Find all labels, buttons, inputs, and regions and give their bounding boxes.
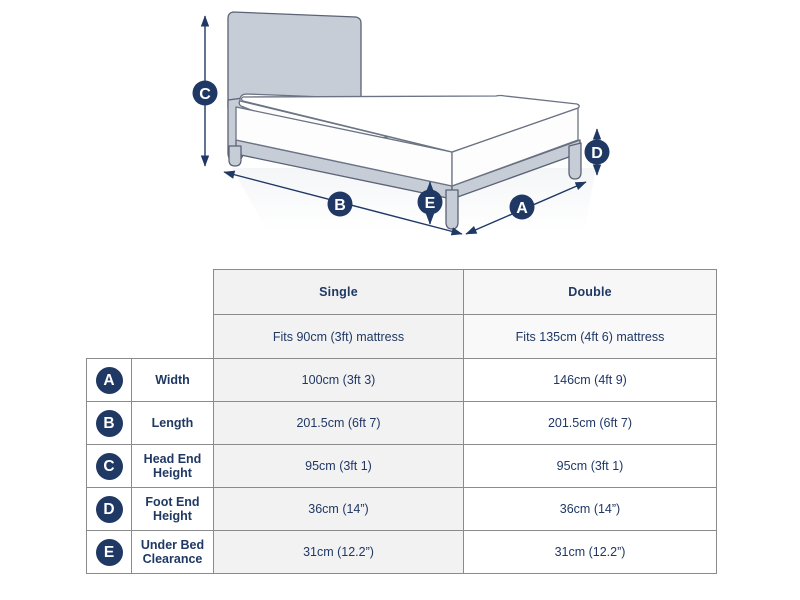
diagram-marker-c: C — [192, 80, 218, 106]
row-value-double-under-bed-clearance: 31cm (12.2”) — [463, 530, 717, 574]
row-label-head-end-height: Head End Height — [131, 444, 214, 488]
subheader-single-mattress: Fits 90cm (3ft) mattress — [213, 314, 464, 359]
diagram-marker-b: B — [327, 191, 353, 217]
table-row: B Length 201.5cm (6ft 7) 201.5cm (6ft 7) — [86, 401, 717, 445]
row-value-single-foot-end-height: 36cm (14”) — [213, 487, 464, 531]
subheader-spacer-badge — [87, 315, 132, 359]
diagram-marker-c-label: C — [199, 86, 211, 103]
diagram-marker-d-label: D — [591, 145, 603, 162]
row-value-single-head-end-height: 95cm (3ft 1) — [213, 444, 464, 488]
row-label-under-bed-clearance: Under Bed Clearance — [131, 530, 214, 574]
marker-badge-b: B — [95, 409, 123, 437]
header-single: Single — [213, 269, 464, 315]
marker-badge-e: E — [95, 538, 123, 566]
header-spacer-badge — [87, 270, 132, 315]
diagram-marker-e: E — [417, 189, 443, 215]
bed-leg-front — [445, 189, 459, 230]
row-value-single-under-bed-clearance: 31cm (12.2”) — [213, 530, 464, 574]
row-value-double-foot-end-height: 36cm (14”) — [463, 487, 717, 531]
diagram-marker-e-label: E — [425, 195, 436, 212]
table-row: C Head End Height 95cm (3ft 1) 95cm (3ft… — [86, 444, 717, 488]
table-header-row-names: Single Double — [87, 269, 717, 315]
diagram-marker-d: D — [584, 139, 610, 165]
row-label-width: Width — [131, 358, 214, 402]
bed-dimensions-diagram: C D B E A — [192, 11, 610, 236]
row-badge-cell: C — [86, 444, 132, 488]
row-value-double-head-end-height: 95cm (3ft 1) — [463, 444, 717, 488]
row-badge-cell: E — [86, 530, 132, 574]
row-label-length: Length — [131, 401, 214, 445]
dimensions-table: Single Double Fits 90cm (3ft) mattress F… — [86, 269, 717, 574]
diagram-marker-a: A — [509, 194, 535, 220]
mattress-top-surface — [240, 94, 580, 153]
row-badge-cell: A — [86, 358, 132, 402]
row-value-double-length: 201.5cm (6ft 7) — [463, 401, 717, 445]
row-badge-cell: B — [86, 401, 132, 445]
diagram-marker-a-label: A — [516, 200, 528, 217]
row-value-double-width: 146cm (4ft 9) — [463, 358, 717, 402]
row-value-single-length: 201.5cm (6ft 7) — [213, 401, 464, 445]
marker-badge-a: A — [95, 366, 123, 394]
row-badge-cell: D — [86, 487, 132, 531]
dimensions-table-wrapper: Single Double Fits 90cm (3ft) mattress F… — [86, 269, 717, 574]
row-label-foot-end-height: Foot End Height — [131, 487, 214, 531]
header-double: Double — [463, 269, 717, 315]
subheader-spacer-label — [132, 315, 214, 359]
diagram-marker-b-label: B — [334, 197, 346, 214]
row-value-single-width: 100cm (3ft 3) — [213, 358, 464, 402]
headboard — [227, 11, 362, 109]
table-header-row-subtitles: Fits 90cm (3ft) mattress Fits 135cm (4ft… — [87, 314, 717, 359]
table-row: E Under Bed Clearance 31cm (12.2”) 31cm … — [86, 530, 717, 574]
subheader-double-mattress: Fits 135cm (4ft 6) mattress — [463, 314, 717, 359]
bed-leg-right — [568, 142, 582, 180]
bed-leg-left — [228, 145, 242, 167]
header-spacer-label — [132, 270, 214, 315]
table-row: A Width 100cm (3ft 3) 146cm (4ft 9) — [86, 358, 717, 402]
table-row: D Foot End Height 36cm (14”) 36cm (14”) — [86, 487, 717, 531]
marker-badge-c: C — [95, 452, 123, 480]
marker-badge-d: D — [95, 495, 123, 523]
